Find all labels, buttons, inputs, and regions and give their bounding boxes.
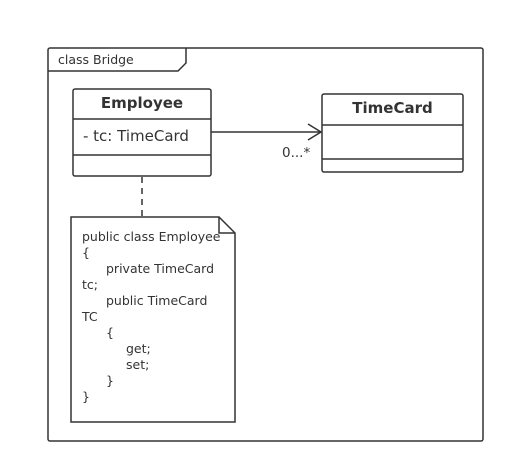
timecard-class-name: TimeCard	[352, 99, 433, 117]
note-line: get;	[126, 341, 151, 356]
employee-attribute-tc: - tc: TimeCard	[83, 127, 189, 145]
note-line: {	[106, 325, 114, 340]
note-line: tc;	[82, 277, 98, 292]
diagram-frame	[47, 47, 484, 442]
note-line: }	[82, 389, 90, 404]
note-fold-corner-icon	[218, 217, 235, 234]
note-line: set;	[126, 357, 150, 372]
timecard-class-box[interactable]	[321, 93, 464, 173]
note-line: TC	[82, 309, 98, 324]
note-line: private TimeCard	[106, 261, 215, 276]
employee-class-name: Employee	[100, 94, 184, 112]
note-line: public TimeCard	[106, 293, 208, 308]
association-arrowhead-icon	[307, 123, 323, 141]
frame-label: class Bridge	[58, 52, 134, 67]
note-line: {	[82, 245, 90, 260]
note-line: }	[106, 373, 114, 388]
note-box[interactable]	[70, 216, 236, 423]
frame-label-tab	[48, 48, 187, 72]
note-line: public class Employee	[82, 229, 221, 244]
association-multiplicity: 0...*	[282, 145, 311, 161]
